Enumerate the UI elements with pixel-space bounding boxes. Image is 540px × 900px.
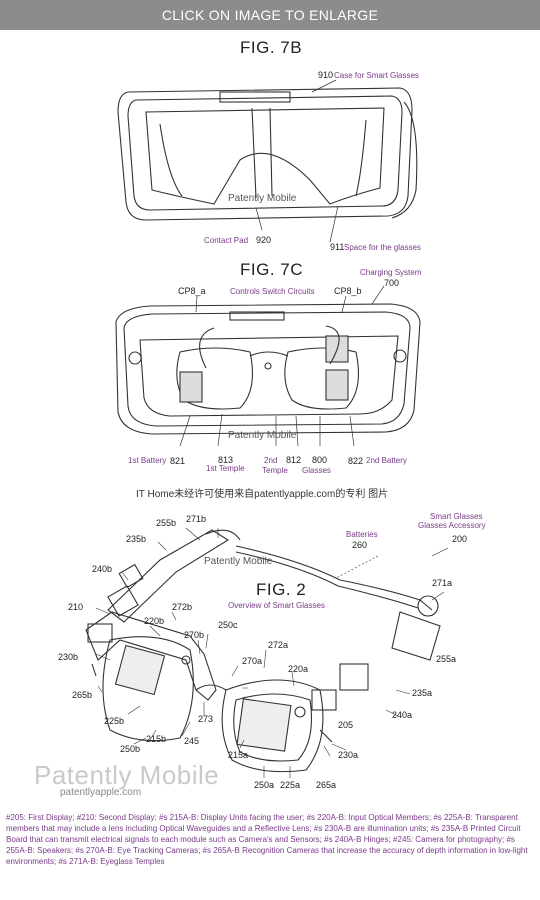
label-cp8a: CP8_a	[178, 286, 206, 296]
label-225a: 225a	[280, 780, 301, 790]
label-cp8b: CP8_b	[334, 286, 362, 296]
label-271a: 271a	[432, 578, 453, 588]
label-215b: 215b	[146, 734, 167, 744]
label-charging-system: Charging System	[360, 268, 422, 277]
label-1st-temple: 1st Temple	[206, 464, 245, 473]
label-250a: 250a	[254, 780, 275, 790]
label-273: 273	[198, 714, 214, 724]
fig2-subtitle: Overview of Smart Glasses	[228, 601, 325, 610]
label-225b: 225b	[104, 716, 125, 726]
label-911: 911	[330, 242, 345, 252]
fig7b-case-drawing	[117, 87, 418, 221]
label-250b: 250b	[120, 744, 141, 754]
label-255a: 255a	[436, 654, 457, 664]
label-272a: 272a	[268, 640, 289, 650]
label-space-for-glasses: Space for the glasses	[344, 243, 421, 252]
label-210: 210	[68, 602, 84, 612]
enlarge-banner[interactable]: CLICK ON IMAGE TO ENLARGE	[0, 0, 540, 30]
label-271b: 271b	[186, 514, 207, 524]
label-255b: 255b	[156, 518, 177, 528]
label-235b: 235b	[126, 534, 147, 544]
brand-logo-text: Patently Mobile	[34, 760, 220, 790]
label-700: 700	[384, 278, 400, 288]
label-230a: 230a	[338, 750, 359, 760]
label-250c: 250c	[218, 620, 238, 630]
label-812: 812	[286, 455, 302, 465]
brand-url[interactable]: patentlyapple.com	[60, 787, 142, 798]
fig2-title: FIG. 2	[256, 580, 307, 599]
label-controls-switch-circuits: Controls Switch Circuits	[230, 287, 315, 296]
label-821: 821	[170, 456, 186, 466]
label-2nd: 2nd	[264, 456, 278, 465]
source-caption: IT Home未经许可使用来自patentlyapple.com的专利 图片	[136, 489, 389, 500]
label-235a: 235a	[412, 688, 433, 698]
label-270a: 270a	[242, 656, 263, 666]
label-glasses-accessory: Glasses Accessory	[418, 521, 486, 530]
label-265b: 265b	[72, 690, 93, 700]
label-1st-battery: 1st Battery	[128, 456, 167, 465]
label-920: 920	[256, 235, 272, 245]
label-230b: 230b	[58, 652, 79, 662]
fig7c-title: FIG. 7C	[240, 260, 304, 279]
label-batteries: Batteries	[346, 530, 378, 539]
fig7c-watermark: Patently Mobile	[228, 430, 297, 441]
label-245: 245	[184, 736, 200, 746]
label-813: 813	[218, 455, 234, 465]
label-265a: 265a	[316, 780, 337, 790]
fig7b-watermark: Patently Mobile	[228, 193, 297, 204]
fig2-smart-glasses-drawing	[85, 529, 441, 773]
label-910: 910	[318, 70, 334, 80]
label-2nd-battery: 2nd Battery	[366, 456, 407, 465]
label-215a: 215a	[228, 750, 249, 760]
label-205: 205	[338, 720, 354, 730]
label-240b: 240b	[92, 564, 113, 574]
fig2-watermark: Patently Mobile	[204, 556, 273, 567]
label-260: 260	[352, 540, 368, 550]
label-glasses: Glasses	[302, 466, 331, 475]
label-272b: 272b	[172, 602, 193, 612]
label-800: 800	[312, 455, 328, 465]
label-case-for-smart-glasses: Case for Smart Glasses	[334, 71, 419, 80]
label-220a: 220a	[288, 664, 309, 674]
label-822: 822	[348, 456, 364, 466]
label-240a: 240a	[392, 710, 413, 720]
label-200: 200	[452, 534, 468, 544]
fig7b-title: FIG. 7B	[240, 38, 303, 57]
label-smart-glasses: Smart Glasses	[430, 512, 483, 521]
label-220b: 220b	[144, 616, 165, 626]
label-270b: 270b	[184, 630, 205, 640]
fig7c-charging-case-drawing	[115, 303, 421, 435]
label-temple: Temple	[262, 466, 288, 475]
label-contact-pad: Contact Pad	[204, 236, 249, 245]
figure-legend: #205: First Display; #210: Second Displa…	[6, 813, 528, 866]
